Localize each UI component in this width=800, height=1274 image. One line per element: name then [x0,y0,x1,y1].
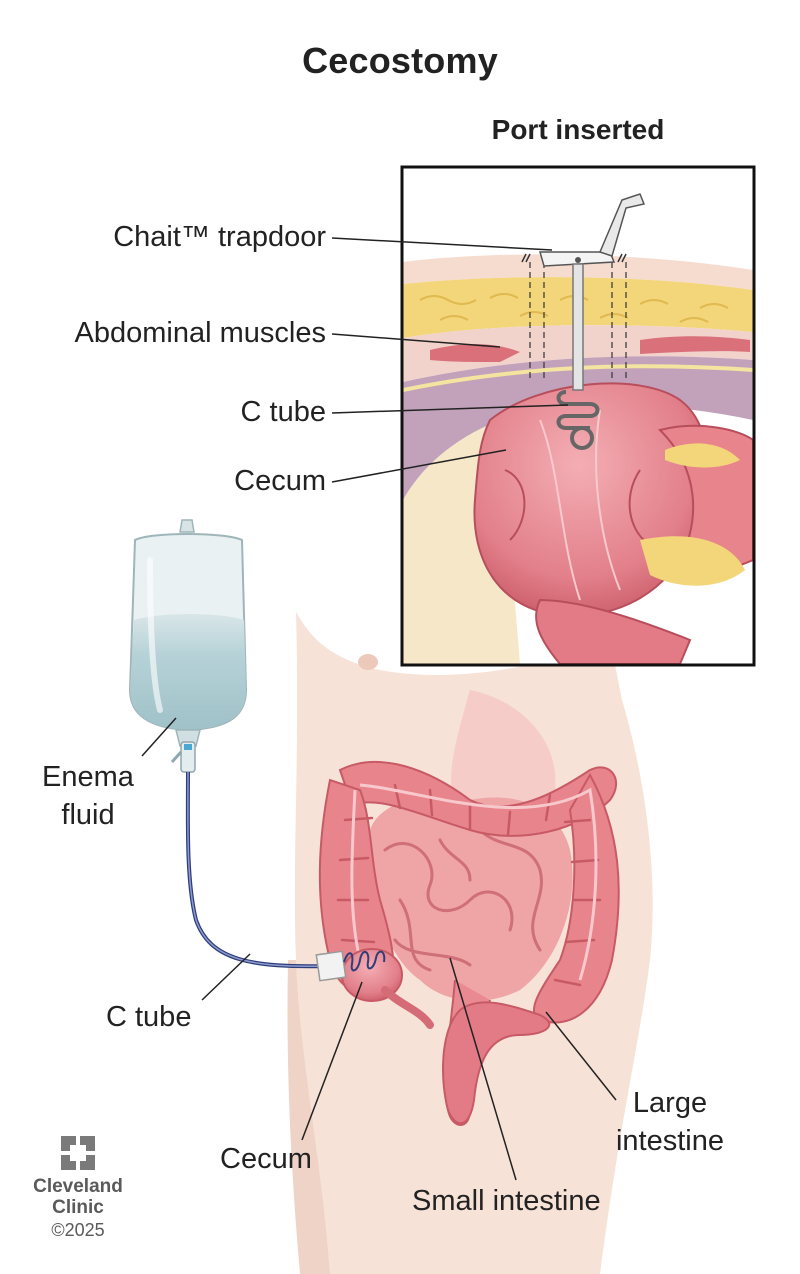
inset-artwork [403,168,753,664]
large-intestine-shape [318,761,620,1125]
label-enema-fluid-line1: Enema [42,761,134,793]
leader-inset-cecum [331,449,507,483]
skin-port [315,950,347,982]
figure-title: Cecostomy [302,40,498,81]
leader-large-intestine [545,1011,617,1101]
label-large-intestine-line2: intestine [615,1125,724,1157]
inset-frame [400,165,756,667]
cleveland-clinic-mark-icon [61,1136,95,1170]
leader-ctube [201,953,251,1001]
label-chait-trapdoor: Chait™ trapdoor [113,221,326,253]
leader-small-intestine [449,957,517,1181]
stomach [451,690,556,822]
leader-lines [141,237,617,1181]
inset-title: Port inserted [491,114,665,145]
logo-line1: Cleveland [33,1176,123,1197]
copyright: ©2025 [51,1220,105,1240]
leader-cecum [301,981,363,1141]
logo-line2: Clinic [52,1197,104,1218]
leader-trapdoor [331,237,553,251]
leader-muscles [331,333,501,348]
label-large-intestine-line1: Large [632,1087,708,1119]
cleveland-clinic-logo: Cleveland Clinic ©2025 [28,1136,128,1242]
label-cecum: Cecum [220,1143,312,1175]
label-inset-c-tube: C tube [240,396,326,428]
label-small-intestine: Small intestine [412,1185,601,1217]
label-abdominal-muscles: Abdominal muscles [74,317,326,349]
leader-inset-ctube [331,404,569,414]
enema-tubing-highlight [187,771,331,968]
appendix [381,986,434,1029]
navel [358,654,378,670]
c-tube-coil [343,950,386,972]
label-enema-fluid-line2: fluid [61,799,115,831]
enema-bag [128,519,248,773]
leader-enema [141,717,177,757]
label-c-tube: C tube [106,1001,192,1033]
label-inset-cecum: Cecum [234,465,326,497]
